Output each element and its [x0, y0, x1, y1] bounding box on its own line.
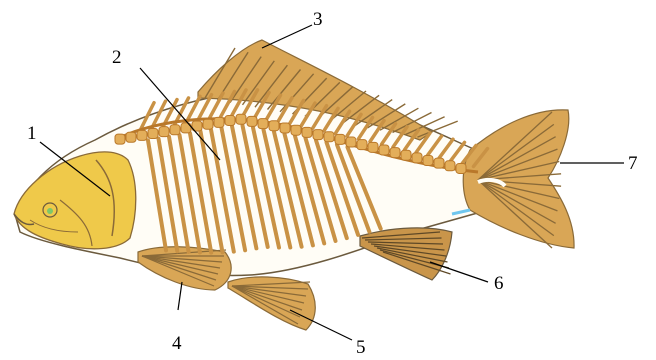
label-1: 1: [27, 124, 37, 143]
leader-line-3: [262, 25, 312, 48]
vertebra: [126, 132, 136, 142]
vertebra: [225, 115, 235, 125]
vertebra: [269, 121, 279, 131]
vertebra: [412, 153, 422, 163]
vertebra: [357, 140, 367, 150]
vertebra: [148, 129, 158, 139]
vertebra: [214, 117, 224, 127]
vertebra: [236, 114, 246, 124]
vertebra: [313, 130, 323, 140]
vertebra: [390, 148, 400, 158]
pectoral-fin: [138, 247, 231, 290]
label-7: 7: [628, 154, 638, 173]
vertebra: [445, 161, 455, 171]
label-4: 4: [172, 334, 182, 353]
label-2: 2: [112, 48, 122, 67]
vertebra: [456, 163, 466, 173]
caudal-fin: [463, 110, 574, 248]
vertebra: [346, 137, 356, 147]
anal-fin: [360, 228, 452, 280]
vertebra: [401, 150, 411, 160]
vertebra: [335, 134, 345, 144]
label-5: 5: [356, 338, 366, 357]
vertebra: [423, 156, 433, 166]
vertebra: [302, 127, 312, 137]
vertebra: [368, 142, 378, 152]
vertebra: [137, 130, 147, 140]
vertebra: [258, 119, 268, 129]
label-3: 3: [313, 10, 323, 29]
pelvic-fin: [228, 277, 315, 330]
vertebra: [247, 116, 257, 126]
vertebra: [434, 158, 444, 168]
leader-line-4: [178, 282, 182, 310]
vertebra: [115, 134, 125, 144]
vertebra: [291, 125, 301, 135]
eye-highlight: [47, 208, 53, 214]
vertebra: [203, 119, 213, 129]
vertebra: [324, 132, 334, 142]
label-6: 6: [494, 274, 504, 293]
vertebra: [379, 145, 389, 155]
vertebra: [280, 123, 290, 133]
vertebra: [170, 125, 180, 135]
vertebra: [159, 127, 169, 137]
